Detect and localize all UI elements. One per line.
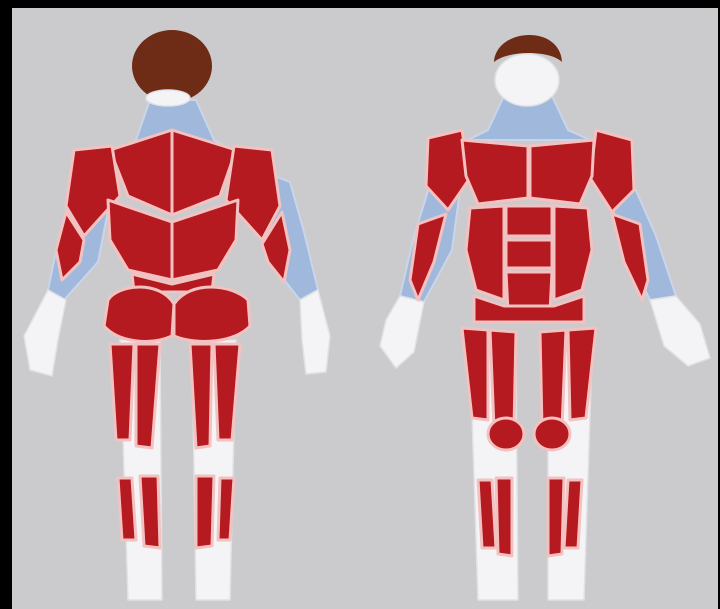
posterior-figure [24, 30, 330, 600]
gluteus-right [174, 287, 250, 341]
posterior-head [132, 30, 212, 106]
oblique-right [554, 206, 592, 300]
pectoral-left [462, 140, 528, 204]
anterior-head [494, 35, 562, 106]
pectoral-right [530, 140, 594, 204]
oblique-left [466, 206, 504, 300]
anterior-shins [478, 478, 582, 556]
abs-row-2 [506, 240, 552, 268]
gluteus-left [104, 287, 174, 341]
anterior-figure [380, 35, 710, 600]
posterior-glutes [104, 287, 250, 341]
posterior-hamstrings [110, 344, 240, 448]
abs-row-1 [506, 206, 552, 236]
anterior-arm-right [604, 180, 710, 366]
trapezius-left [110, 130, 172, 215]
